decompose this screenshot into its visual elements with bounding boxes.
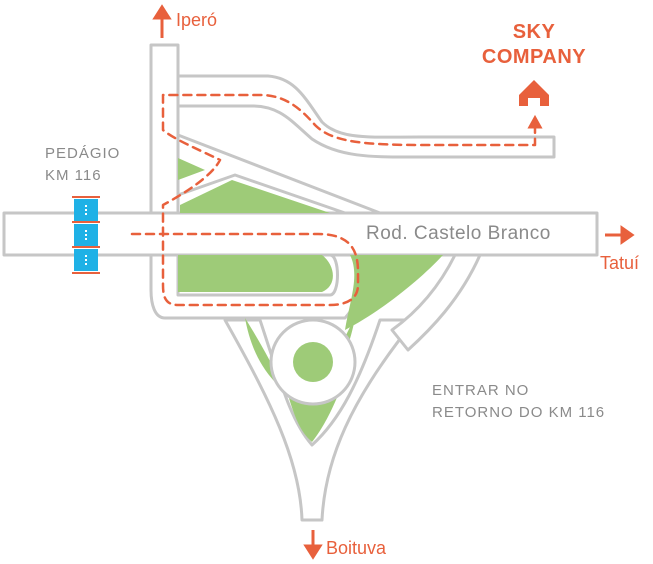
toll-booth-group	[72, 196, 100, 274]
toll-label-line2: KM 116	[45, 167, 102, 184]
arrow-to-ipero	[152, 4, 172, 38]
diagonal-road-lower	[176, 173, 347, 215]
green-area-top	[180, 180, 330, 213]
destination-ipero-label: Iperó	[176, 10, 218, 30]
east-ramp	[390, 253, 482, 352]
green-area-top-left	[178, 158, 205, 180]
instruction-text: ENTRAR NO RETORNO DO KM 116	[432, 380, 605, 424]
company-name-line2: COMPANY	[481, 46, 587, 68]
toll-label: PEDÁGIO KM 116	[45, 143, 120, 187]
highway-name-label: Rod. Castelo Branco	[366, 223, 551, 244]
arrow-to-boituva	[303, 530, 323, 560]
company-name-line1: SKY	[512, 21, 556, 43]
destination-boituva-label: Boituva	[326, 538, 387, 558]
green-area-center	[178, 255, 333, 292]
destination-tatui-label: Tatuí	[600, 253, 640, 273]
diagonal-road-upper	[176, 133, 382, 215]
company-name: SKY COMPANY	[470, 20, 598, 70]
route-path	[130, 93, 537, 307]
green-area-bottom	[288, 395, 338, 442]
roundabout-center	[293, 342, 333, 382]
instruction-line2: RETORNO DO KM 116	[432, 404, 606, 421]
house-icon	[519, 80, 549, 106]
arrow-to-company	[527, 114, 543, 129]
toll-label-line1: PEDÁGIO	[45, 145, 121, 162]
instruction-line1: ENTRAR NO	[432, 382, 530, 399]
arrow-to-tatui	[605, 225, 635, 245]
road-to-ipero	[149, 43, 180, 215]
green-area-right	[345, 255, 443, 330]
